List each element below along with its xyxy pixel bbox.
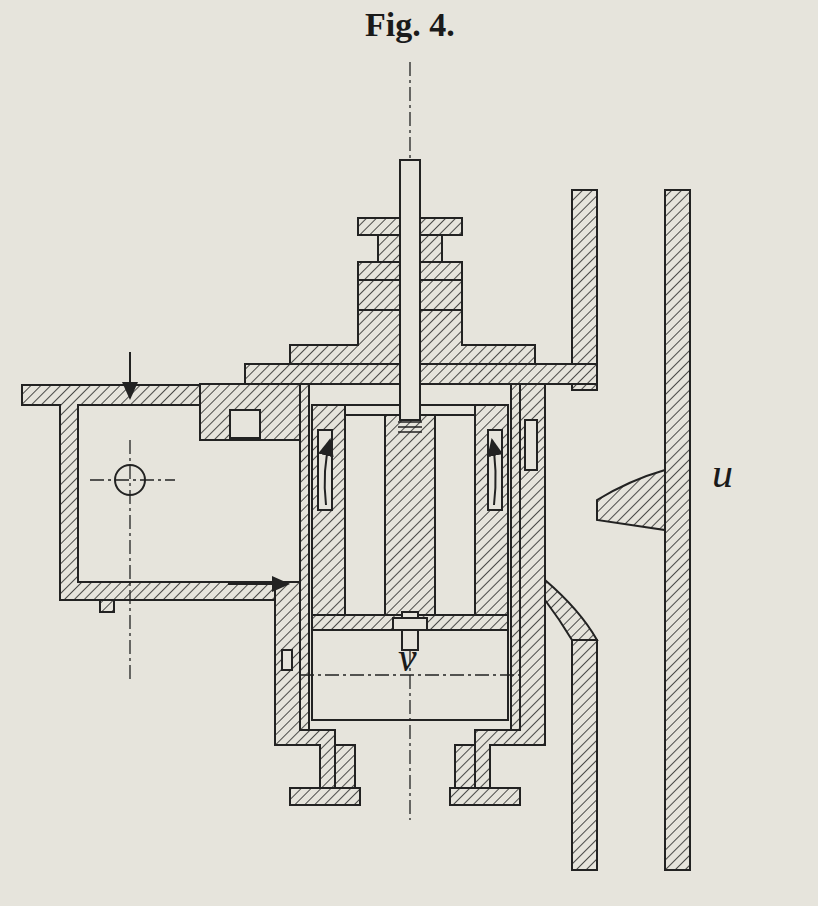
pocket <box>230 410 260 438</box>
pocket <box>525 420 537 470</box>
thread-line <box>398 421 422 423</box>
centre-line <box>409 62 410 158</box>
part-letter: u <box>712 452 733 494</box>
flow-arrow <box>228 583 288 585</box>
chamber-wall <box>475 384 545 790</box>
section-hatched-parts <box>22 190 690 870</box>
piston-wall <box>475 405 508 615</box>
flow-arrow <box>129 352 131 398</box>
flow-arrows <box>130 352 496 584</box>
thread-line <box>398 431 422 433</box>
liner <box>300 384 309 730</box>
port <box>318 430 332 510</box>
piston-wall <box>312 405 345 615</box>
flow-arrow <box>492 440 496 505</box>
piston-hub <box>385 415 435 615</box>
figure-title: Fig. 4. <box>365 8 455 42</box>
centre-line <box>90 479 175 480</box>
bottom-flange <box>450 788 520 805</box>
centre-lines <box>90 62 520 820</box>
inlet-box <box>22 385 300 600</box>
pipe-bend <box>545 580 597 640</box>
pipe-inner-wall <box>572 640 597 870</box>
neck-wall <box>455 745 475 788</box>
pipe-inner-wall <box>572 190 597 390</box>
port <box>488 430 502 510</box>
part-letter: v <box>398 636 417 678</box>
box-bridge <box>200 384 300 440</box>
thread-line <box>398 426 422 428</box>
threads <box>398 422 422 432</box>
spindle <box>400 160 420 420</box>
box-lug <box>100 600 114 612</box>
pipe-rib <box>597 470 665 530</box>
bottom-flange <box>290 788 360 805</box>
pocket <box>282 650 292 670</box>
neck-wall <box>335 745 355 788</box>
flow-arrow <box>325 440 330 505</box>
piston-bottom <box>312 615 508 630</box>
plain-parts <box>115 160 537 720</box>
nut <box>393 618 427 630</box>
liner <box>511 384 520 730</box>
centre-line <box>129 440 130 680</box>
pipe-outer-wall <box>665 190 690 870</box>
